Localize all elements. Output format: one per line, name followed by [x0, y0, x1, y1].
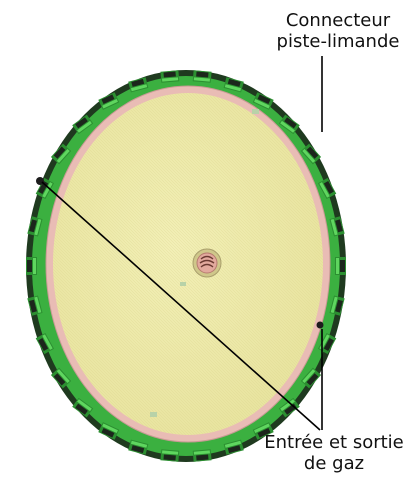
- connector-block: [193, 449, 212, 461]
- connector-label-line1: Connecteur: [263, 10, 413, 31]
- connector-block: [335, 257, 346, 275]
- gas-port-left: [36, 177, 44, 185]
- connector-block: [160, 70, 179, 82]
- connector-label: Connecteur piste-limande: [263, 10, 413, 52]
- connector-block: [160, 449, 179, 461]
- gas-port-right: [317, 322, 324, 329]
- connector-label-line2: piste-limande: [263, 31, 413, 52]
- gas-label-line2: de gaz: [248, 453, 420, 474]
- central-hub-icon: [193, 249, 221, 277]
- gas-label-line1: Entrée et sortie: [248, 432, 420, 453]
- gas-label: Entrée et sortie de gaz: [248, 432, 420, 474]
- marker: [150, 412, 157, 417]
- connector-block: [193, 70, 212, 82]
- marker: [180, 282, 186, 286]
- connector-block: [26, 257, 37, 275]
- marker: [252, 109, 259, 114]
